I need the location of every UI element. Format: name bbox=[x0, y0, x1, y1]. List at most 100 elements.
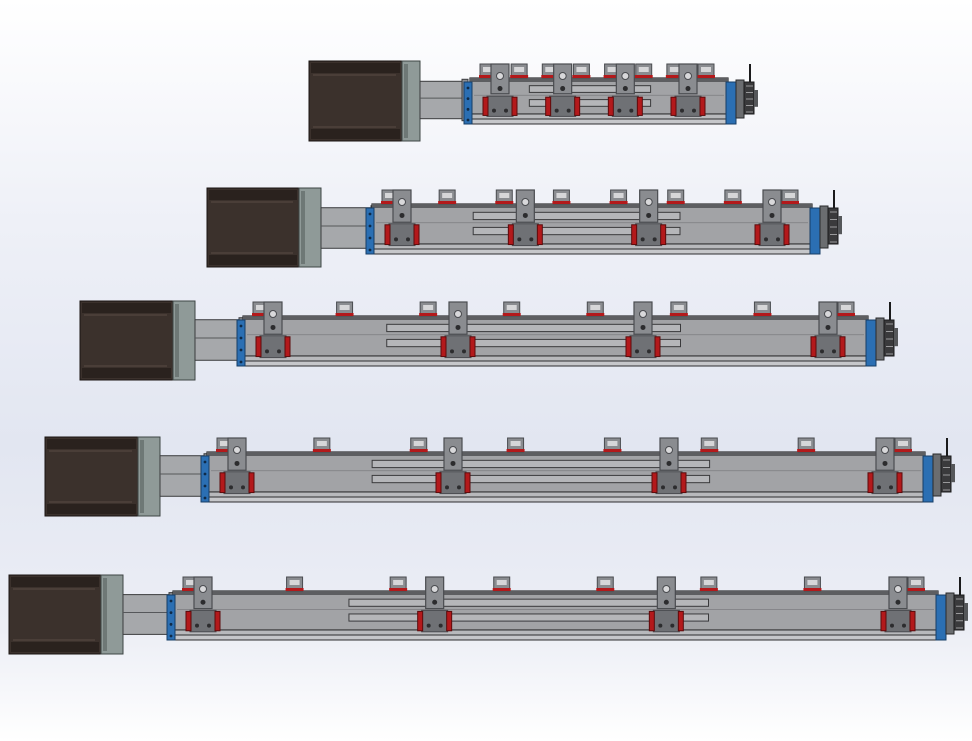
blue-end-cap-far-side bbox=[809, 207, 821, 255]
carriage-bore bbox=[233, 446, 241, 454]
red-clamp-right bbox=[574, 96, 581, 116]
mount-red-shim bbox=[797, 449, 816, 452]
end-cap-screw bbox=[203, 484, 207, 488]
carriage-block bbox=[384, 189, 420, 247]
top-mount bbox=[389, 576, 408, 592]
top-mount bbox=[609, 189, 628, 205]
mount-window bbox=[496, 580, 507, 585]
mount-window bbox=[807, 580, 818, 585]
top-mount-row bbox=[216, 437, 912, 453]
carriage-row bbox=[255, 301, 846, 359]
carriage-screw bbox=[617, 108, 622, 113]
carriage-upright bbox=[639, 189, 659, 223]
top-mount bbox=[335, 301, 354, 317]
carriage-base bbox=[444, 335, 472, 359]
red-clamp-right bbox=[511, 96, 518, 116]
end-cap-screw bbox=[203, 496, 207, 500]
end-cap-screw bbox=[169, 622, 173, 626]
carriage-screw bbox=[658, 623, 663, 628]
mount-window bbox=[911, 580, 921, 585]
mount-red-shim bbox=[665, 75, 684, 78]
motor-body bbox=[44, 436, 139, 517]
rail-base-lower bbox=[172, 634, 939, 641]
motor-bottom-lamination bbox=[311, 129, 400, 139]
red-clamp-left bbox=[670, 96, 677, 116]
mount-window bbox=[757, 305, 768, 310]
mount-window bbox=[669, 67, 680, 72]
carriage-base bbox=[814, 335, 842, 359]
mount-window bbox=[801, 441, 812, 446]
carriage-upright bbox=[227, 437, 247, 471]
motor-flange-edge bbox=[404, 64, 408, 138]
end-cap-screw bbox=[368, 224, 372, 228]
mount-red-shim bbox=[541, 75, 560, 78]
carriage-base bbox=[871, 471, 899, 495]
knob-tip bbox=[838, 216, 842, 235]
carriage-screw bbox=[207, 623, 211, 628]
carriage-base bbox=[884, 609, 912, 633]
mount-window bbox=[607, 67, 618, 72]
carriage-row bbox=[384, 189, 790, 247]
mount-window bbox=[576, 67, 587, 72]
top-mount bbox=[907, 576, 925, 592]
mount-red-shim bbox=[216, 449, 234, 452]
mount-red-shim bbox=[506, 449, 525, 452]
mount-red-shim bbox=[479, 75, 497, 78]
carriage-screw bbox=[426, 623, 431, 628]
rail-profile bbox=[371, 203, 813, 245]
stepper-motor bbox=[8, 574, 124, 655]
carriage-bore bbox=[398, 198, 406, 206]
knob-tip bbox=[754, 90, 758, 107]
red-clamp-left bbox=[810, 336, 817, 358]
blue-end-cap-far-side bbox=[725, 81, 737, 125]
carriage-screw bbox=[566, 108, 571, 113]
carriage-row bbox=[219, 437, 903, 495]
red-clamp-left bbox=[507, 224, 514, 246]
hand-knob bbox=[945, 577, 968, 635]
red-clamp-right bbox=[464, 472, 471, 494]
mount-window bbox=[413, 441, 424, 446]
blue-end-cap-far-side bbox=[865, 319, 877, 367]
mount-red-shim bbox=[894, 449, 912, 452]
mount-red-shim bbox=[438, 201, 457, 204]
carriage-bolt bbox=[685, 86, 691, 92]
carriage-base bbox=[223, 471, 251, 495]
carriage-block bbox=[435, 437, 471, 495]
mount-window bbox=[898, 441, 908, 446]
carriage-base bbox=[549, 95, 577, 117]
motor-body bbox=[206, 187, 300, 268]
carriage-upright bbox=[263, 301, 283, 335]
carriage-block bbox=[417, 576, 453, 633]
red-clamp-left bbox=[867, 472, 874, 494]
rail-profile bbox=[172, 590, 939, 631]
actuator-3 bbox=[79, 300, 898, 381]
top-mount bbox=[409, 437, 428, 453]
red-clamp-left bbox=[440, 336, 447, 358]
rail-slot-lower bbox=[528, 99, 652, 107]
red-clamp-right bbox=[909, 610, 916, 632]
carriage-screw bbox=[776, 237, 780, 242]
end-cap-screw bbox=[466, 86, 470, 90]
carriage-block bbox=[440, 301, 476, 359]
carriage-bore bbox=[621, 72, 630, 80]
red-clamp-right bbox=[839, 336, 846, 358]
carriage-upright bbox=[762, 189, 782, 223]
mount-window bbox=[423, 305, 434, 310]
carriage-block bbox=[255, 301, 291, 359]
rail-base-lower bbox=[242, 360, 869, 367]
carriage-bore bbox=[665, 446, 673, 454]
carriage-screw bbox=[462, 349, 466, 354]
mount-red-shim bbox=[837, 313, 855, 316]
knob-wheel bbox=[743, 81, 755, 115]
knob-hub bbox=[735, 79, 745, 119]
carriage-bore bbox=[496, 72, 504, 80]
carriage-screw bbox=[438, 623, 443, 628]
carriage-screw bbox=[277, 349, 281, 354]
top-mount bbox=[723, 189, 742, 205]
carriage-base bbox=[758, 223, 786, 247]
carriage-bolt bbox=[666, 460, 672, 466]
mount-red-shim bbox=[492, 588, 511, 591]
top-mount bbox=[586, 301, 605, 317]
carriage-base bbox=[189, 609, 217, 633]
knob-wheel bbox=[953, 594, 965, 631]
